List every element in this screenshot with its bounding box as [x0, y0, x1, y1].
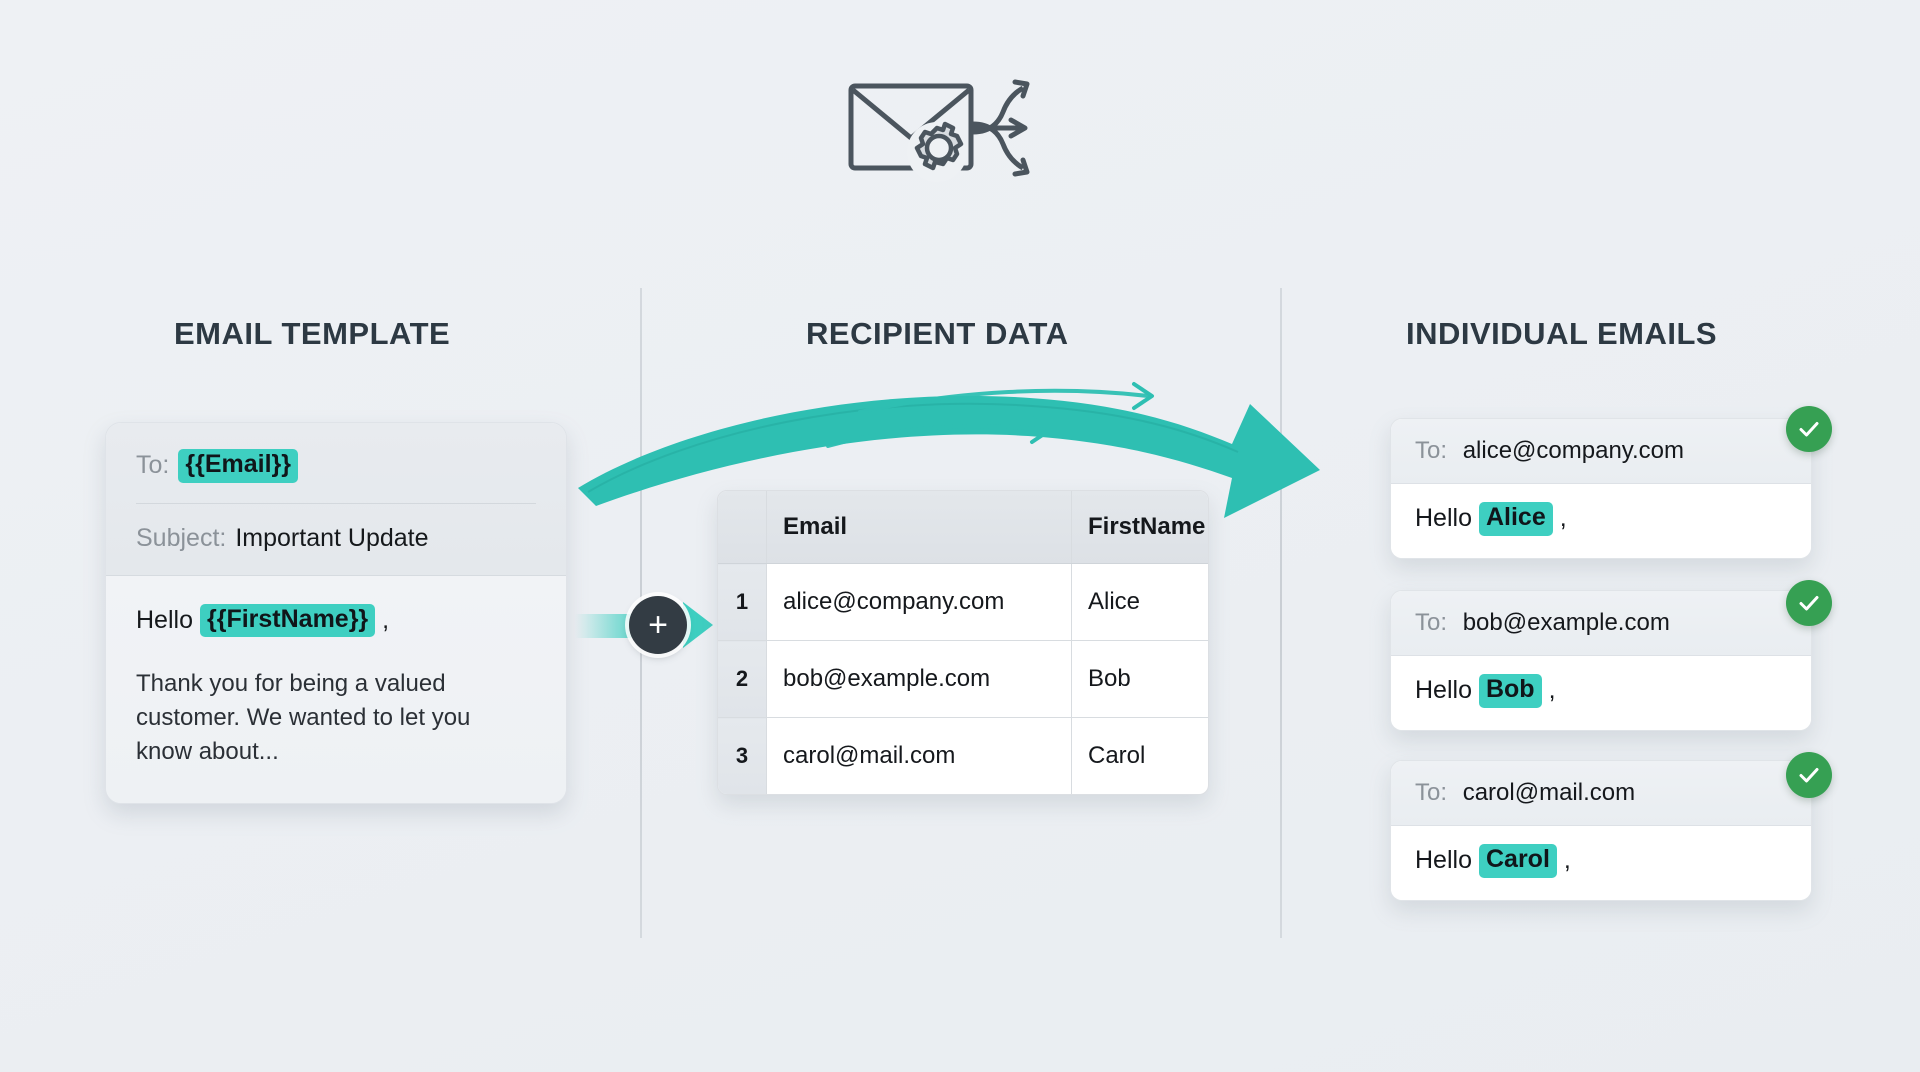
row-email: alice@company.com: [766, 563, 1072, 641]
email-greeting-prefix: Hello: [1415, 676, 1472, 705]
sent-check-icon: [1786, 406, 1832, 452]
template-email-token[interactable]: {{Email}}: [178, 449, 298, 483]
email-merged-name: Alice: [1478, 502, 1553, 536]
connector-arrow-head: [683, 602, 713, 648]
template-subject-value: Important Update: [235, 523, 429, 552]
email-to-label: To:: [1415, 779, 1448, 806]
email-card-header: To: carol@mail.com: [1391, 761, 1811, 826]
sent-check-icon: [1786, 580, 1832, 626]
template-greeting-suffix: ,: [382, 605, 390, 634]
email-greeting-suffix: ,: [1563, 846, 1571, 875]
email-merged-name: Bob: [1478, 674, 1542, 708]
email-to-label: To:: [1415, 609, 1448, 636]
table-row[interactable]: 2 bob@example.com Bob: [718, 640, 1208, 718]
envelope-gear-distribute-icon: [845, 62, 1075, 192]
recipient-data-table[interactable]: Email FirstName 1 alice@company.com Alic…: [717, 490, 1209, 795]
email-to-value: carol@mail.com: [1462, 779, 1636, 806]
email-to-value: alice@company.com: [1462, 437, 1685, 464]
email-greeting-suffix: ,: [1559, 504, 1567, 533]
email-template-card[interactable]: To: {{Email}} Subject: Important Update …: [105, 422, 567, 805]
table-header-firstname: FirstName: [1071, 491, 1208, 564]
merge-plus-connector: +: [575, 596, 715, 656]
row-firstname: Carol: [1088, 742, 1146, 769]
individual-email-card[interactable]: To: carol@mail.com Hello Carol ,: [1390, 760, 1812, 901]
row-firstname: Bob: [1071, 640, 1208, 718]
individual-email-card[interactable]: To: bob@example.com Hello Bob ,: [1390, 590, 1812, 731]
email-card-body: Hello Bob ,: [1391, 656, 1811, 730]
row-index: 1: [718, 563, 767, 641]
template-subject-row: Subject: Important Update: [136, 524, 536, 553]
row-firstname: Alice: [1071, 563, 1208, 641]
email-merged-name: Carol: [1478, 844, 1557, 878]
template-greeting-prefix: Hello: [136, 605, 193, 634]
sent-check-icon: [1786, 752, 1832, 798]
template-to-label: To:: [136, 451, 170, 480]
email-greeting-prefix: Hello: [1415, 846, 1472, 875]
template-divider: [136, 502, 536, 504]
row-email: carol@mail.com: [766, 717, 1072, 794]
email-template-body: Hello {{FirstName}} , Thank you for bein…: [106, 574, 566, 804]
template-subject-label: Subject:: [136, 523, 227, 552]
template-to-row: To: {{Email}}: [136, 449, 536, 483]
email-card-body: Hello Alice ,: [1391, 484, 1811, 558]
row-email: bob@example.com: [766, 640, 1072, 718]
table-header-email: Email: [766, 491, 1072, 564]
table-row[interactable]: 1 alice@company.com Alice: [718, 563, 1208, 641]
email-card-header: To: bob@example.com: [1391, 591, 1811, 656]
section-heading-individual-emails: INDIVIDUAL EMAILS: [1406, 316, 1718, 351]
individual-email-card[interactable]: To: alice@company.com Hello Alice ,: [1390, 418, 1812, 559]
template-firstname-token[interactable]: {{FirstName}}: [199, 603, 376, 637]
row-index: 2: [718, 640, 767, 718]
email-card-body: Hello Carol ,: [1391, 826, 1811, 900]
table-header-index: [718, 491, 767, 564]
table-row[interactable]: 3 carol@mail.com Carol: [718, 717, 1208, 794]
plus-merge-icon[interactable]: +: [629, 596, 687, 654]
column-divider-right: [1280, 288, 1282, 938]
email-template-header: To: {{Email}} Subject: Important Update: [106, 423, 566, 575]
table-header-row: Email FirstName: [718, 491, 1208, 564]
template-body-paragraph: Thank you for being a valued customer. W…: [136, 670, 471, 766]
email-card-header: To: alice@company.com: [1391, 419, 1811, 484]
email-greeting-prefix: Hello: [1415, 504, 1472, 533]
row-index: 3: [718, 717, 767, 794]
section-heading-recipient-data: RECIPIENT DATA: [806, 316, 1069, 351]
template-greeting-row: Hello {{FirstName}} ,: [136, 603, 536, 637]
email-to-label: To:: [1415, 437, 1448, 464]
section-heading-email-template: EMAIL TEMPLATE: [174, 316, 451, 351]
email-to-value: bob@example.com: [1462, 609, 1670, 636]
email-greeting-suffix: ,: [1548, 676, 1556, 705]
